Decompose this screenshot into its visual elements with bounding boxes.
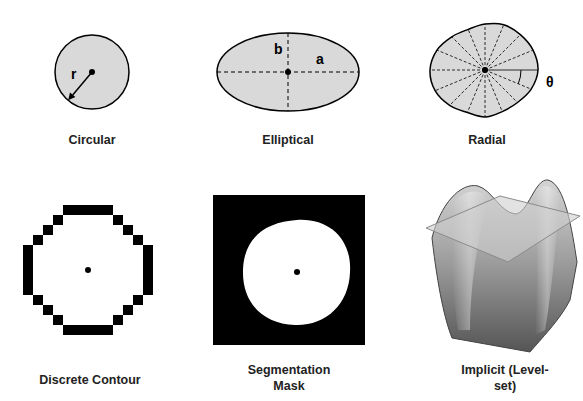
contour-pixel [113,215,123,225]
contour-pixel [23,285,33,295]
contour-pixel [43,305,53,315]
contour-pixel [123,305,133,315]
radial-spoke [452,37,485,70]
contour-pixel [53,315,63,325]
shape-outline [216,32,360,112]
contour-pixel [33,235,43,245]
contour-pixel [93,205,103,215]
circle-shape: r [54,34,130,110]
shape-outline [54,34,130,110]
radial-shape: θ [428,22,544,122]
contour-pixel [73,205,83,215]
contour-pixel [93,325,103,335]
radial-spoke [485,35,520,70]
radial-spoke [468,29,485,70]
angle-arc [518,70,521,84]
axis-label: b [274,41,283,57]
contour-pixel [83,325,93,335]
radial-outline [430,23,538,117]
radial-spoke [485,70,518,103]
contour-pixel [73,325,83,335]
contour-pixel [63,205,73,215]
contour-pixel [53,215,63,225]
contour-pixel [83,205,93,215]
radial-spoke [485,70,538,71]
contour-pixel [33,295,43,305]
center-dot [285,69,291,75]
radial-spoke [435,70,485,91]
caption: Radial [432,132,542,148]
radial-spoke [485,24,486,70]
arrow-head [68,93,75,101]
caption: Elliptical [233,132,343,148]
contour-pixel [43,225,53,235]
center-dot [294,269,300,275]
caption: Circular [37,132,147,148]
angle-label: θ [546,74,554,90]
contour-pixel [103,325,113,335]
radius-label: r [71,66,76,82]
ellipse-shape: ba [216,32,360,112]
contour-pixel [23,255,33,265]
radial-spoke [485,50,533,70]
caption: Implicit (Level-set) [459,362,551,394]
radial-spoke [437,50,485,70]
shape-outline [428,22,544,122]
contour-pixel [23,245,33,255]
ellipse-outline [217,33,359,111]
contour-pixel [23,265,33,275]
contour-pixel [103,205,113,215]
caption: Segmentation Mask [243,362,335,394]
zero-level-plane [426,196,580,262]
radial-spoke [485,70,502,112]
contour-pixel [123,225,133,235]
radial-spoke [450,70,485,105]
mask-background [213,195,365,345]
center-dot [482,67,488,73]
radial-spoke [485,70,486,117]
contour-pixel [143,265,153,275]
contour-pixel [63,325,73,335]
caption: Discrete Contour [20,372,160,388]
contour-pixel [23,275,33,285]
contour-pixel [113,315,123,325]
contour-pixel [143,255,153,265]
discrete-contour [23,205,153,335]
circle-outline [55,35,129,109]
radial-spoke [430,70,485,71]
center-dot [89,69,95,75]
contour-pixel [143,245,153,255]
contour-pixel [133,295,143,305]
contour-pixel [143,275,153,285]
contour-pixel [133,235,143,245]
axis-label: a [316,51,324,67]
mask-region [243,220,350,325]
contour-pixel [143,285,153,295]
center-dot [85,267,91,273]
